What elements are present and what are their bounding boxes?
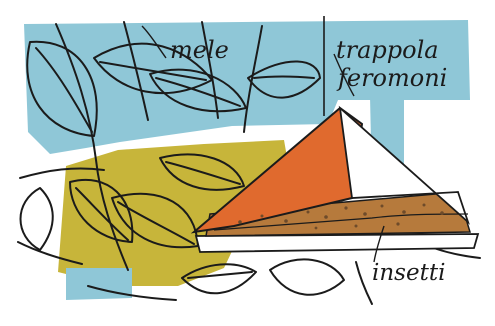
insects-label: insetti [372, 260, 445, 286]
apples-label: mele [170, 36, 229, 64]
branch-line [356, 262, 372, 304]
leaf-outline [270, 259, 344, 294]
leaf-outline [21, 188, 53, 250]
trap-label-line-2: feromoni [336, 64, 447, 92]
sky-blue-bottom-strip [66, 268, 132, 300]
trap-label-line-1: trappola [336, 36, 439, 64]
trap-base-outline [196, 234, 478, 252]
